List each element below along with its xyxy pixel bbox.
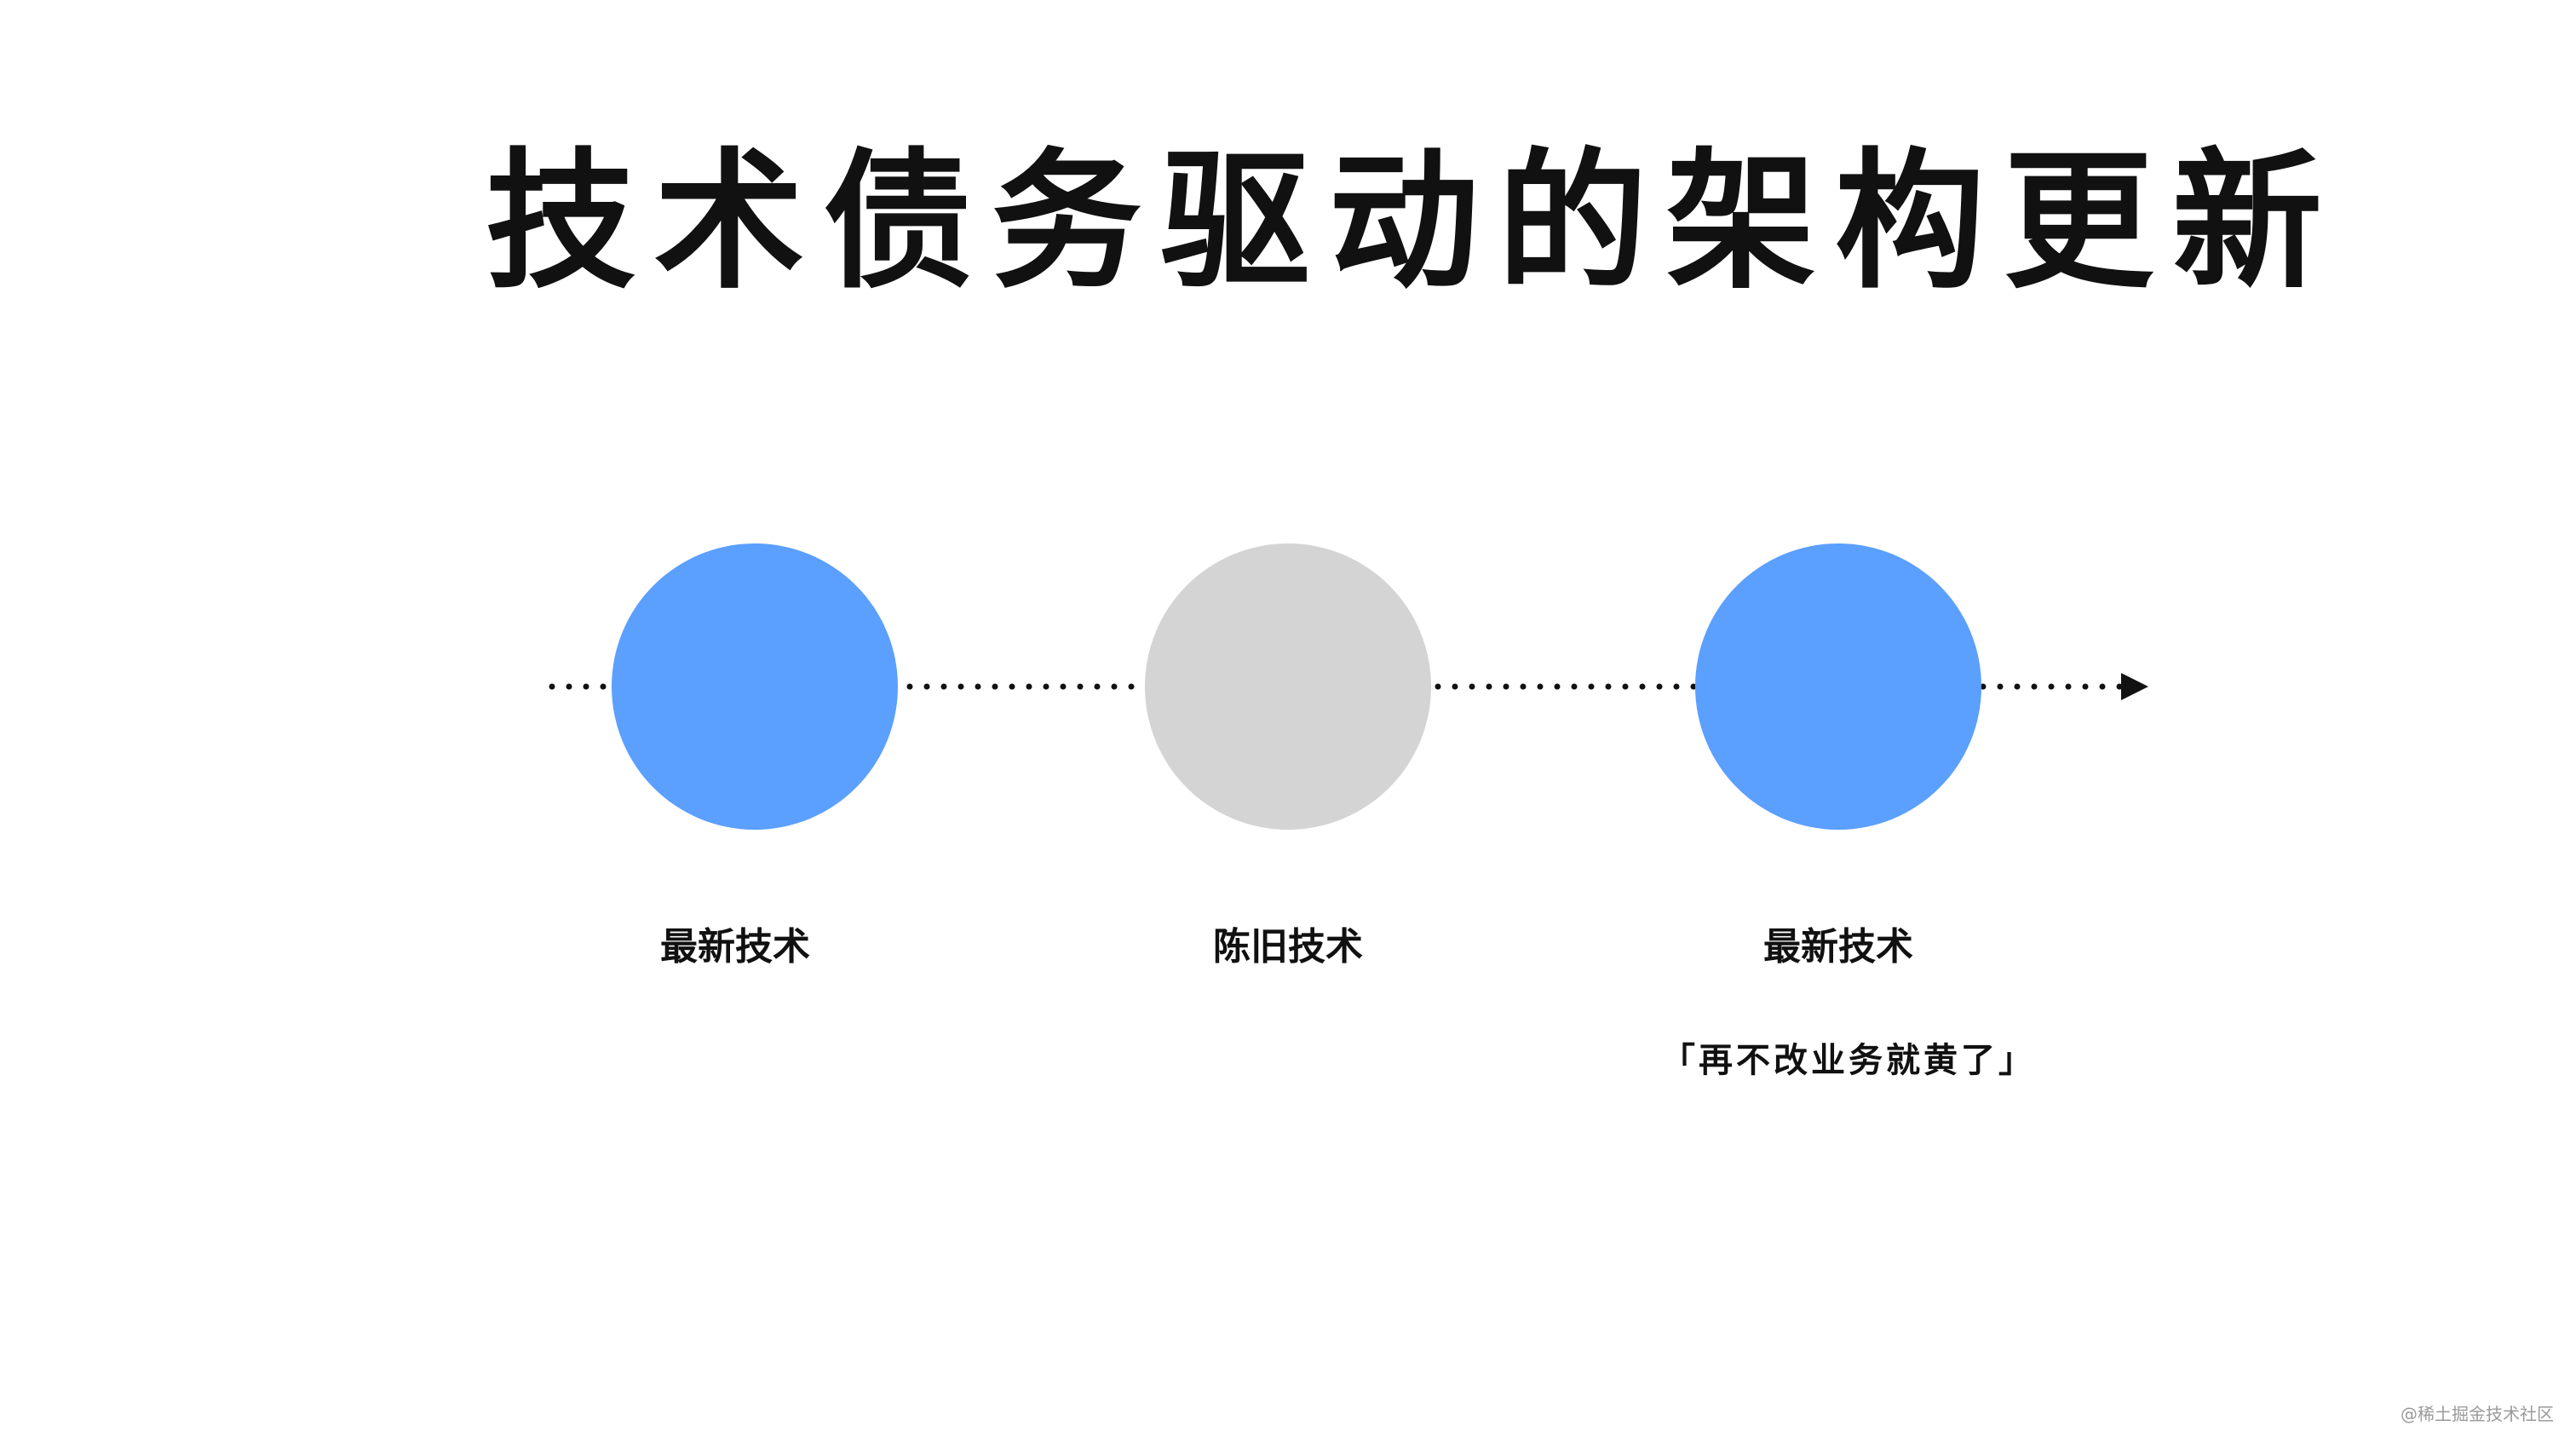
- stage-label-latest-2: 最新技术: [1763, 925, 1913, 969]
- stage-label-latest-1: 最新技术: [660, 925, 810, 969]
- stage-circle-old: [1145, 543, 1431, 830]
- slide-title: 技术债务驱动的架构更新: [486, 133, 2342, 309]
- stage-circle-latest-2: [1695, 543, 1981, 830]
- stage-label-old: 陈旧技术: [1213, 925, 1363, 969]
- watermark: @稀土掘金技术社区: [2401, 1404, 2554, 1424]
- timeline-arrowhead: [2121, 673, 2148, 700]
- stage-circle-latest-1: [612, 543, 898, 830]
- stage-note: 「再不改业务就黄了」: [1661, 1040, 2036, 1080]
